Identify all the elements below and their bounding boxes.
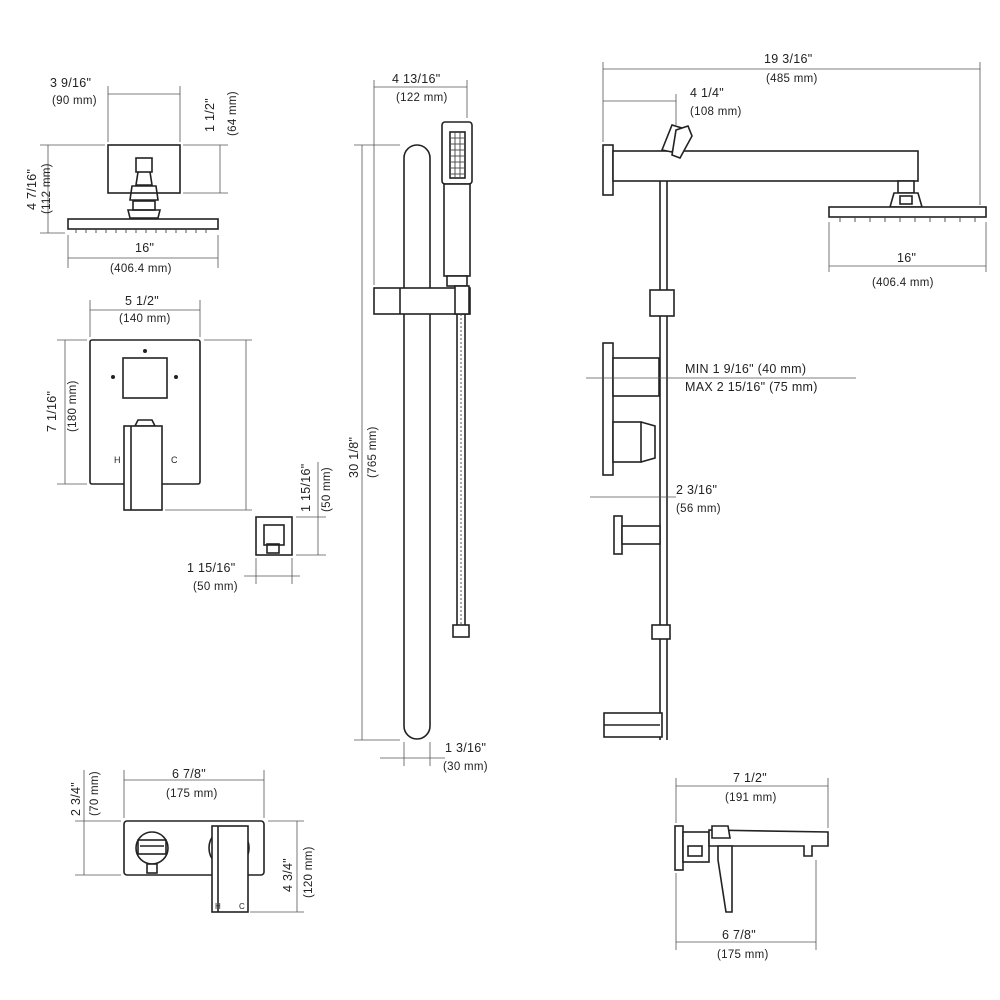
- spout-cold-mark: C: [239, 902, 245, 911]
- spout-plate-height-label: 2 3/4": [69, 782, 83, 816]
- spout-base-width-label: 6 7/8": [722, 928, 756, 942]
- arm-length-label: 19 3/16": [764, 52, 813, 66]
- spout-total-height-mm-label: (120 mm): [303, 846, 315, 898]
- handshower-width-label: 4 13/16": [392, 72, 441, 86]
- arm-offset-mm-label: (108 mm): [690, 106, 742, 118]
- tub-filler-side-view: [674, 778, 829, 950]
- handshower-width-mm-label: (122 mm): [396, 92, 448, 104]
- head-top-width-label: 3 9/16": [50, 76, 91, 90]
- hot-mark: H: [114, 455, 121, 465]
- shower-head-front-view: [40, 86, 228, 268]
- shower-head-nozzles: [75, 229, 207, 233]
- wall-min-label: MIN 1 9/16" (40 mm): [685, 362, 806, 376]
- bar-diameter-mm-label: (30 mm): [443, 761, 488, 773]
- head-arm-drop-label: 1 1/2": [203, 98, 217, 132]
- bar-height-mm-label: (765 mm): [367, 426, 379, 478]
- side-head-width-label: 16": [897, 251, 916, 265]
- spout-base-width-mm-label: (175 mm): [717, 949, 769, 961]
- bar-diameter-label: 1 3/16": [445, 741, 486, 755]
- spout-plate-width-label: 6 7/8": [172, 767, 206, 781]
- head-width-label: 16": [135, 241, 154, 255]
- bar-height-label: 30 1/8": [347, 437, 361, 478]
- head-height-label: 4 7/16": [25, 169, 39, 210]
- valve-width-mm-label: (140 mm): [119, 313, 171, 325]
- elbow-width-mm-label: (50 mm): [193, 581, 238, 593]
- spout-reach-label: 7 1/2": [733, 771, 767, 785]
- spout-total-height-label: 4 3/4": [281, 858, 295, 892]
- valve-height-mm-label: (180 mm): [67, 380, 79, 432]
- head-arm-drop-mm-label: (64 mm): [227, 91, 239, 136]
- tub-filler-front-view: H C: [75, 770, 304, 913]
- shower-system-side-view: [586, 62, 987, 740]
- elbow-height-label: 1 15/16": [299, 463, 313, 512]
- wall-max-label: MAX 2 15/16" (75 mm): [685, 380, 818, 394]
- arm-length-mm-label: (485 mm): [766, 73, 818, 85]
- slide-bar-view: [354, 80, 473, 766]
- trim-depth-label: 2 3/16": [676, 483, 717, 497]
- head-width-mm-label: (406.4 mm): [110, 263, 172, 275]
- arm-offset-label: 4 1/4": [690, 86, 724, 100]
- spout-reach-mm-label: (191 mm): [725, 792, 777, 804]
- side-head-width-mm-label: (406.4 mm): [872, 277, 934, 289]
- elbow-height-mm-label: (50 mm): [321, 467, 333, 512]
- spout-plate-width-mm-label: (175 mm): [166, 788, 218, 800]
- handshower-spray-grid: [450, 132, 465, 178]
- valve-trim-front-view: H C: [57, 300, 252, 511]
- spout-plate-height-mm-label: (70 mm): [89, 771, 101, 816]
- valve-height-label: 7 1/16": [45, 391, 59, 432]
- valve-width-label: 5 1/2": [125, 294, 159, 308]
- elbow-width-label: 1 15/16": [187, 561, 236, 575]
- wall-elbow-front-view: [244, 462, 326, 584]
- spout-hot-mark: H: [215, 902, 221, 911]
- head-height-mm-label: (112 mm): [41, 163, 53, 214]
- cold-mark: C: [171, 455, 178, 465]
- trim-depth-mm-label: (56 mm): [676, 503, 721, 515]
- head-top-width-mm-label: (90 mm): [52, 95, 97, 107]
